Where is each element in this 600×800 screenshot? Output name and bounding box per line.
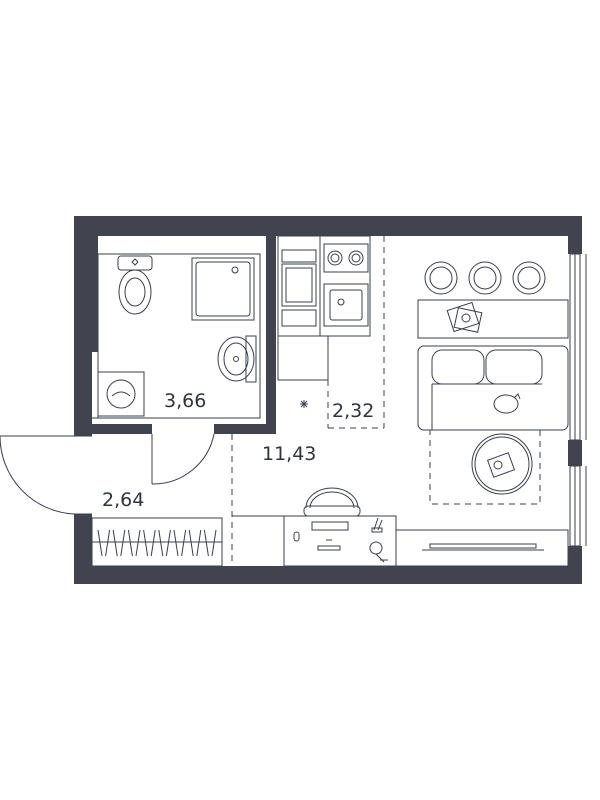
hanger-line [120,529,126,557]
hanger-line [150,529,156,557]
bathroom-wall-bottom-left [92,424,152,434]
room-area-hallway: 2,64 [102,489,144,511]
hanger-line [203,529,209,557]
hanger-line [188,529,194,557]
hanger-line [158,529,164,557]
ceiling-light-icon [300,400,308,408]
desk-lamp-icon [369,541,388,563]
hanger-line [173,529,179,557]
wall-left-lower [74,514,92,584]
hanger-line [196,529,202,557]
washing-machine-icon [97,371,145,417]
hanger-line [127,529,133,557]
room-area-bathroom: 3,66 [164,390,206,412]
room-area-kitchen: 2,32 [332,400,374,422]
hanger-line [105,529,111,557]
hanger-line [211,529,217,557]
sofa-icon [417,345,569,431]
bathroom-walls [92,236,276,434]
desk-icon [232,515,397,567]
fridge-icon [281,249,317,327]
cooktop-icon [323,243,369,273]
monitor-icon [317,539,341,551]
mouse-icon [293,531,300,542]
cat-icon [493,393,521,414]
hanger-line [143,529,149,557]
magazines-icon [446,301,483,333]
hanger-line [97,529,103,557]
wall-right-top [568,216,582,254]
shower-tray-icon [191,257,255,321]
hanger-line [112,529,118,557]
entrance-door[interactable] [0,435,92,515]
keyboard-icon [311,521,349,531]
wall-left-upper [74,216,92,436]
wall-bottom [74,566,582,584]
carpet-outline [429,429,541,505]
bar-counter [417,299,569,339]
zone-boundaries [231,236,385,566]
bathroom-wall-inner-left [92,236,98,352]
hanger-line [165,529,171,557]
bathroom-door[interactable] [151,433,215,485]
office-chair-icon [303,487,361,517]
coffee-table-icon [471,433,533,495]
bathroom-wall-right [266,236,276,434]
room-area-living-room: 11,43 [262,443,316,465]
dining-stools [424,261,546,295]
kitchen-counter [277,235,371,337]
window-upper [569,253,587,441]
bathroom-wall-bottom-right [214,424,276,434]
toilet-icon [117,255,153,315]
wall-right-middle [568,440,582,466]
exterior-walls [74,216,582,584]
kitchen-sink-icon [323,283,369,327]
hanger-line [135,529,141,557]
sink-icon [217,335,257,383]
pen-cup-icon [371,517,383,533]
window-lower [569,465,587,547]
kitchen-lower-lines [277,335,370,381]
wall-right-bottom [568,546,582,584]
hanger-line [181,529,187,557]
wardrobe-icon [91,517,223,567]
tv-stand-icon [395,529,569,567]
wall-top [74,216,582,236]
